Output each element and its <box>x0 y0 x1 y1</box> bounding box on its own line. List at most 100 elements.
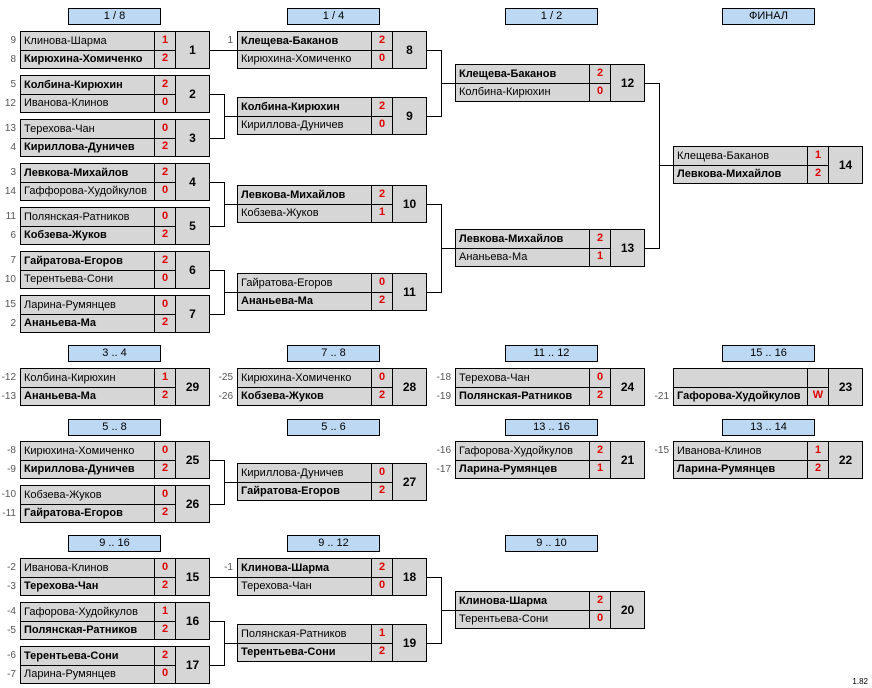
player-row[interactable]: Ларина-Румянцев 0 <box>21 665 175 683</box>
player-score: 2 <box>154 76 175 94</box>
player-name: Полянская-Ратников <box>24 211 130 223</box>
player-score: 0 <box>154 665 175 683</box>
player-row[interactable] <box>674 369 828 388</box>
seed-label: 13 <box>4 123 16 134</box>
seed-label: -21 <box>654 391 669 402</box>
connector-line <box>210 621 224 622</box>
connector-line <box>224 482 237 483</box>
match-number: 1 <box>175 32 209 68</box>
connector-line <box>427 116 441 117</box>
seed-label: 8 <box>10 54 16 65</box>
player-name: Левкова-Михайлов <box>241 189 346 201</box>
player-name: Терехова-Чан <box>241 580 312 592</box>
match-number: 15 <box>175 559 209 595</box>
player-score: 1 <box>154 369 175 387</box>
round-header: 13 .. 16 <box>505 419 598 436</box>
player-name: Кириллова-Дуничев <box>24 141 135 153</box>
player-score: 2 <box>589 65 610 83</box>
player-score: 2 <box>371 32 392 50</box>
player-score: 1 <box>371 625 392 643</box>
player-name: Терехова-Чан <box>24 580 99 592</box>
match-number: 27 <box>392 464 426 500</box>
player-name: Ларина-Румянцев <box>24 668 116 680</box>
player-score: 2 <box>154 504 175 522</box>
player-score: 2 <box>154 387 175 405</box>
round-header: 1 / 4 <box>287 8 380 25</box>
player-score: 2 <box>154 621 175 639</box>
seed-label: -25 <box>218 372 233 383</box>
player-score: 0 <box>154 442 175 460</box>
seed-label: -2 <box>7 562 16 573</box>
round-header: 15 .. 16 <box>722 345 815 362</box>
match-number: 14 <box>828 147 862 183</box>
match-number: 22 <box>828 442 862 478</box>
player-name: Гайратова-Егоров <box>24 255 123 267</box>
player-score: 2 <box>154 460 175 478</box>
match-number: 4 <box>175 164 209 200</box>
match-number: 21 <box>610 442 644 478</box>
match-number: 12 <box>610 65 644 101</box>
match-number: 20 <box>610 592 644 628</box>
seed-label: -7 <box>7 669 16 680</box>
